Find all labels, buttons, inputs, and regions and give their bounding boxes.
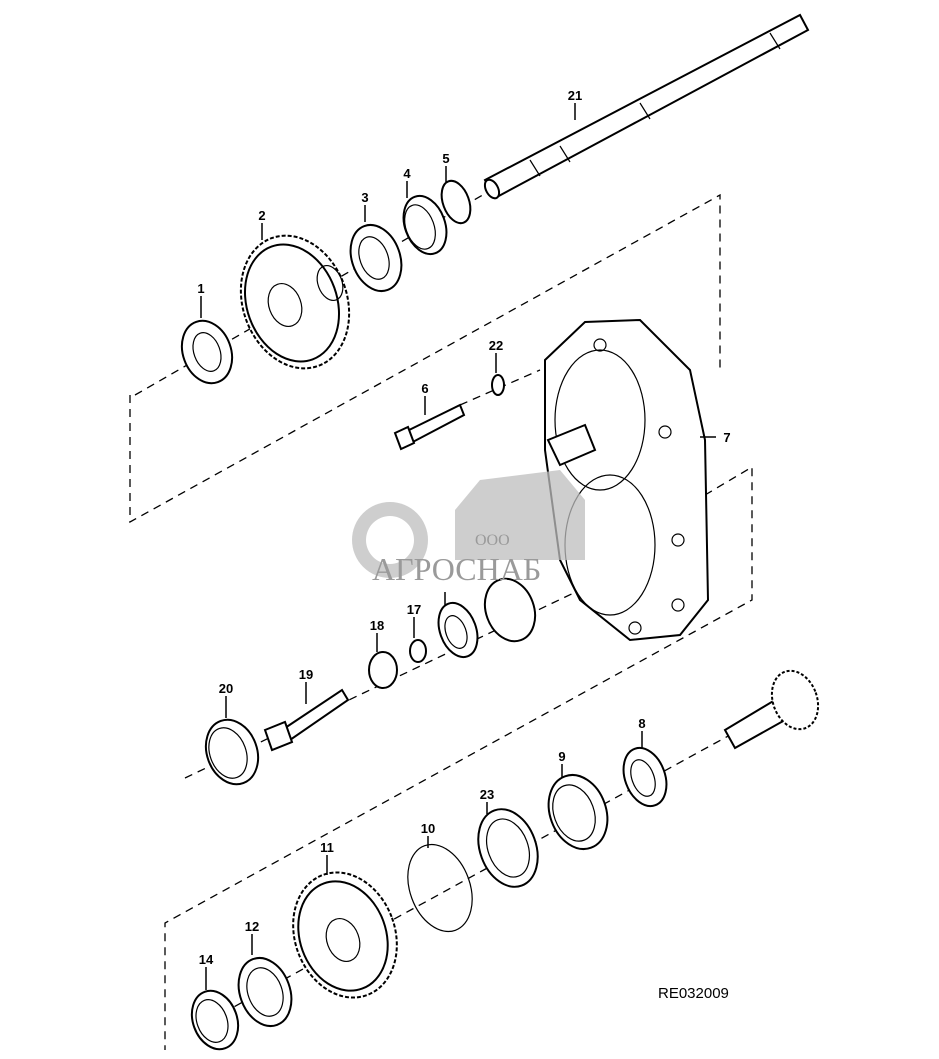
spacer-18	[368, 651, 398, 689]
part-label-8: 8	[638, 716, 645, 731]
part-label-17: 17	[407, 602, 421, 617]
shaft-21	[483, 13, 810, 200]
bearing-cup-20	[204, 718, 260, 786]
part-label-6: 6	[421, 381, 428, 396]
leader-lines	[200, 103, 716, 990]
snap-ring-10	[407, 843, 473, 933]
bearing-3	[349, 224, 403, 292]
assembly-outline-upper	[129, 193, 721, 524]
part-label-19: 19	[299, 667, 313, 682]
reference-code: RE032009	[658, 985, 729, 1002]
washer-22	[491, 374, 505, 396]
gear-2	[239, 234, 351, 370]
bearing-1	[180, 319, 234, 385]
bearing-8	[622, 746, 668, 808]
part-label-12: 12	[245, 919, 259, 934]
part-label-4: 4	[403, 166, 411, 181]
bearing-16	[437, 601, 479, 659]
bearing-cup-14	[190, 989, 240, 1051]
part-label-1: 1	[197, 281, 204, 296]
part-label-23: 23	[480, 787, 494, 802]
shim-23	[477, 808, 539, 888]
part-label-7: 7	[723, 430, 730, 445]
pinion-shaft	[723, 669, 820, 750]
part-label-21: 21	[568, 88, 582, 103]
o-ring-5	[440, 179, 472, 225]
part-label-18: 18	[370, 618, 384, 633]
part-label-20: 20	[219, 681, 233, 696]
bearing-cup-9	[547, 774, 609, 850]
part-label-22: 22	[489, 338, 503, 353]
watermark-logo: ООО АГРОСНАБ	[352, 470, 585, 587]
watermark-line1: ООО	[475, 532, 510, 549]
washer-17	[409, 639, 427, 663]
bearing-cup-15	[483, 577, 537, 643]
bearing-cup-4	[402, 194, 448, 256]
part-label-3: 3	[361, 190, 368, 205]
assembly-outline-middle	[164, 465, 753, 1050]
gear-11	[292, 871, 398, 999]
part-label-10: 10	[421, 821, 435, 836]
part-label-5: 5	[442, 151, 449, 166]
bolt-6	[393, 403, 466, 451]
part-label-14: 14	[199, 952, 214, 967]
gearbox-housing-7	[544, 318, 710, 642]
part-label-11: 11	[320, 840, 334, 855]
part-label-9: 9	[558, 749, 565, 764]
bolt-19	[263, 688, 350, 752]
part-label-2: 2	[258, 208, 265, 223]
shim-12	[237, 957, 293, 1027]
watermark-line2: АГРОСНАБ	[372, 551, 541, 587]
